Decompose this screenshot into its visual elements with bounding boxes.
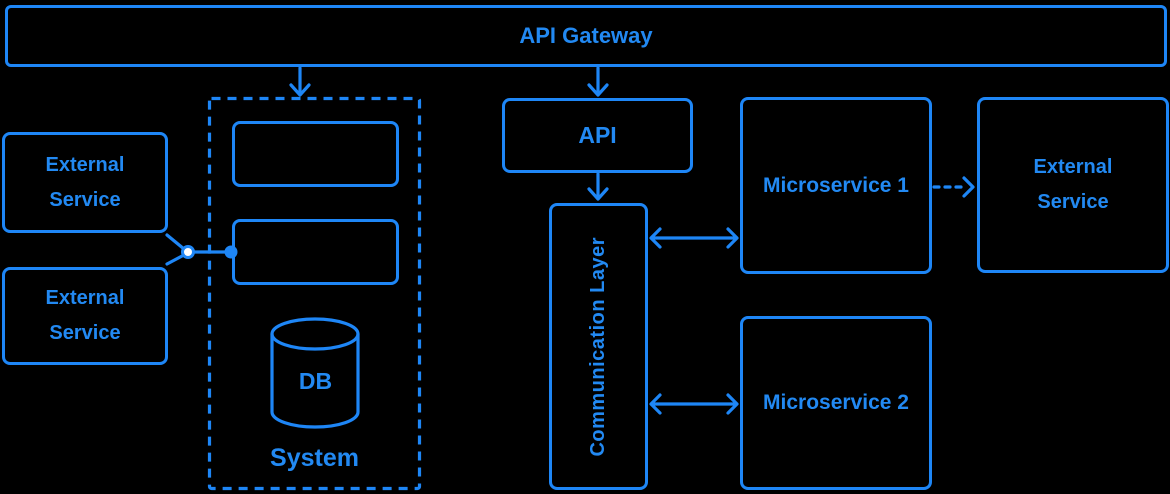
system-label: System bbox=[270, 444, 359, 472]
external-services-junction-connector bbox=[165, 233, 238, 266]
microservice-1-label: Microservice 1 bbox=[763, 173, 909, 197]
communication-layer-label: Communication Layer bbox=[587, 236, 609, 457]
api-gateway-label: API Gateway bbox=[519, 23, 653, 48]
arrow-communication-microservice-2 bbox=[649, 393, 739, 415]
dashed-arrow-microservice1-to-external bbox=[932, 176, 975, 198]
microservice-1-node: Microservice 1 bbox=[740, 97, 932, 274]
external-service-label: External Service bbox=[45, 287, 125, 344]
db-label: DB bbox=[298, 368, 333, 394]
system-inner-box-2 bbox=[232, 219, 399, 285]
arrow-gateway-to-api bbox=[587, 66, 609, 97]
arrow-api-to-communication-layer bbox=[587, 172, 609, 201]
system-inner-box-1 bbox=[232, 121, 399, 187]
external-service-right-node: External Service bbox=[977, 97, 1169, 273]
external-service-left-top-node: External Service bbox=[2, 132, 168, 233]
arrow-communication-microservice-1 bbox=[649, 227, 739, 249]
microservice-2-label: Microservice 2 bbox=[763, 391, 909, 414]
api-gateway-node: API Gateway bbox=[5, 5, 1167, 67]
external-service-label: External Service bbox=[45, 153, 125, 211]
external-service-left-bottom-node: External Service bbox=[2, 267, 168, 365]
communication-layer-node: Communication Layer bbox=[549, 203, 648, 490]
api-node: API bbox=[502, 98, 693, 173]
arrow-gateway-to-system bbox=[289, 66, 311, 97]
microservice-2-node: Microservice 2 bbox=[740, 316, 932, 490]
api-label: API bbox=[578, 122, 617, 148]
junction-node-open bbox=[181, 245, 195, 259]
external-service-label: External Service bbox=[1033, 156, 1113, 213]
